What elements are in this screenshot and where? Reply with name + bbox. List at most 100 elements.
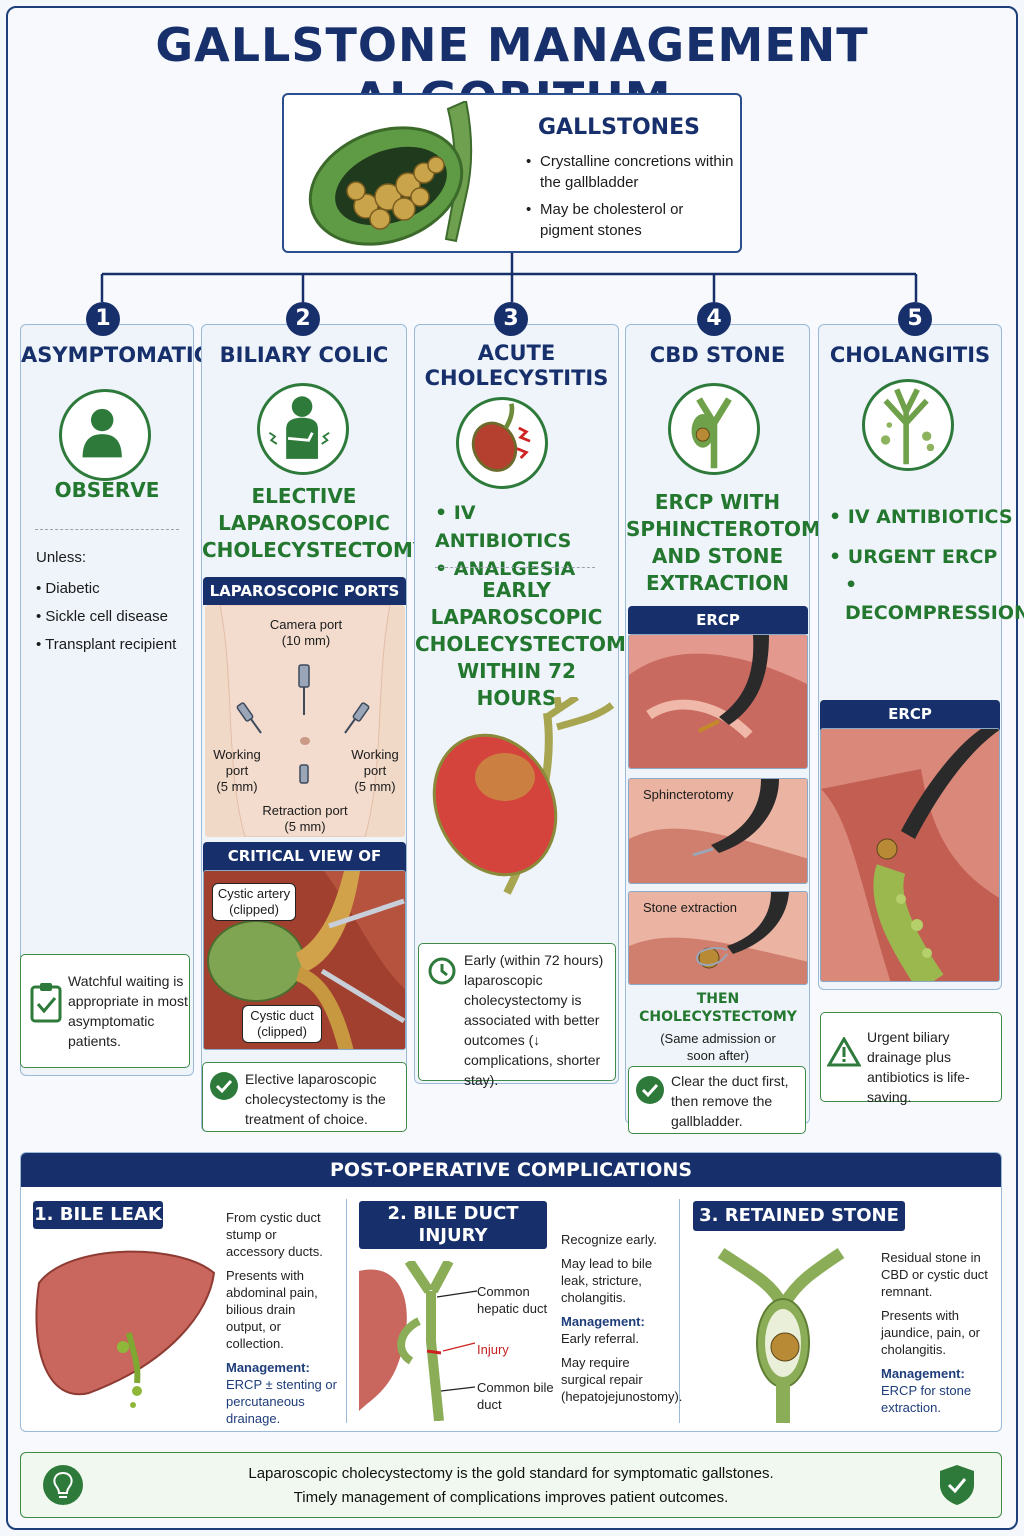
column-title: ASYMPTOMATIC	[21, 343, 210, 367]
panel-label: Stone extraction	[643, 900, 737, 915]
footer-line: Laparoscopic cholecystectomy is the gold…	[248, 1465, 774, 1482]
shield-check-icon	[940, 1465, 974, 1505]
bile-duct-injury-text: Recognize early. May lead to bile leak, …	[561, 1231, 683, 1412]
observe-label: OBSERVE	[54, 478, 160, 502]
text-line: Residual stone in CBD or cystic duct rem…	[881, 1250, 988, 1299]
summary-footer: Laparoscopic cholecystectomy is the gold…	[20, 1452, 1002, 1518]
bile-duct-injury-title: 2. BILE DUCT INJURY(0.2–0.5%)	[359, 1201, 547, 1268]
step-badge-3: 3	[494, 302, 528, 336]
management-label: Management:	[881, 1366, 965, 1381]
column-title: CHOLANGITIS	[829, 343, 991, 367]
check-circle-icon	[210, 1072, 238, 1100]
bullet-item: IV ANTIBIOTICS	[829, 503, 1024, 531]
unless-item: • Transplant recipient	[36, 636, 177, 653]
clipboard-check-icon	[30, 983, 62, 1023]
gallstones-bullets: Crystalline concretions within the gallb…	[526, 151, 736, 247]
note-text: Urgent biliary drainage plus antibiotics…	[867, 1029, 970, 1105]
cholangitis-bullets: IV ANTIBIOTICS URGENT ERCP DECOMPRESSION	[829, 503, 1024, 627]
column-asymptomatic: ASYMPTOMATIC OBSERVE Unless: • Diabetic …	[20, 324, 210, 1076]
unless-item: • Sickle cell disease	[36, 608, 168, 625]
post-op-heading: POST-OPERATIVE COMPLICATIONS	[21, 1153, 1001, 1187]
abdominal-pain-icon	[257, 383, 349, 475]
flow-connectors	[100, 253, 918, 302]
text-line: Presents with jaundice, pain, or cholang…	[881, 1308, 981, 1357]
liver-bile-leak-illustration	[35, 1250, 216, 1408]
bile-leak-title: 1. BILE LEAK	[33, 1201, 163, 1229]
unless-item: • Diabetic	[36, 580, 100, 597]
text-line: From cystic duct stump or accessory duct…	[226, 1210, 323, 1259]
panel-label: Sphincterotomy	[643, 787, 734, 802]
text-line: Recognize early.	[561, 1232, 657, 1247]
divider	[346, 1199, 347, 1423]
bile-duct-injury-illustration	[359, 1261, 478, 1421]
warning-icon	[827, 1037, 861, 1067]
injury-label: Injury	[477, 1342, 509, 1357]
retraction-port-label: Retraction port(5 mm)	[262, 803, 348, 834]
management-text: ERCP for stone extraction.	[881, 1383, 972, 1415]
critical-view-illustration: Cystic artery(clipped) Cystic duct(clipp…	[203, 870, 406, 1050]
bile-leak-text: From cystic duct stump or accessory duct…	[226, 1209, 338, 1427]
note-biliary-colic: Elective laparoscopic cholecystectomy is…	[202, 1062, 407, 1132]
gallstones-box: GALLSTONES Crystalline concretions withi…	[282, 93, 742, 253]
cholecystitis-bullets: IV ANTIBIOTICS ANALGESIA	[435, 499, 618, 583]
column-title: BILIARY COLIC	[219, 343, 389, 367]
note-text: Early (within 72 hours) laparoscopic cho…	[464, 952, 604, 1088]
unless-label: Unless:	[36, 549, 87, 566]
action-label: ELECTIVE LAPAROSCOPIC CHOLECYSTECTOMY	[202, 484, 428, 562]
ercp-scope-illustration	[628, 634, 808, 769]
divider	[35, 529, 179, 530]
sphincterotomy-illustration: Sphincterotomy	[628, 778, 808, 884]
inflamed-gallbladder-icon	[456, 397, 548, 489]
gallstones-heading: GALLSTONES	[538, 115, 700, 140]
gallstones-bullet: May be cholesterol or pigment stones	[526, 199, 736, 241]
camera-port-label: Camera port(10 mm)	[269, 617, 343, 648]
lightbulb-icon	[43, 1465, 83, 1505]
ercp-decompression-illustration	[820, 728, 1000, 982]
bullet-item: URGENT ERCP	[829, 543, 1024, 571]
bullet-item: ANALGESIA	[435, 555, 618, 583]
ports-header: LAPAROSCOPIC PORTS	[203, 577, 406, 605]
infected-biliary-tree-icon	[862, 379, 954, 471]
check-circle-icon	[636, 1076, 664, 1104]
bullet-item: DECOMPRESSION	[829, 571, 1024, 627]
note-text: Watchful waiting is appropriate in most …	[68, 973, 188, 1049]
retained-stone-illustration	[717, 1248, 845, 1423]
ercp-header: ERCP	[628, 606, 808, 634]
footer-line: Timely management of complications impro…	[293, 1489, 729, 1506]
retained-stone-title: 3. RETAINED STONE	[693, 1201, 905, 1231]
note-cbd-stone: Clear the duct first, then remove the ga…	[628, 1066, 806, 1134]
bile-duct-stone-icon	[668, 383, 760, 475]
note-acute-cholecystitis: Early (within 72 hours) laparoscopic cho…	[418, 943, 616, 1088]
text-line: May lead to bile leak, stricture, cholan…	[561, 1256, 653, 1305]
step-badge-5: 5	[898, 302, 932, 336]
person-icon	[59, 389, 151, 481]
management-label: Management:	[226, 1360, 310, 1375]
note-text: Elective laparoscopic cholecystectomy is…	[245, 1071, 386, 1127]
management-text: Early referral.	[561, 1331, 640, 1346]
text-line: Presents with abdominal pain, bilious dr…	[226, 1268, 318, 1351]
cystic-artery-label: Cystic artery(clipped)	[212, 883, 296, 921]
step-badge-2: 2	[286, 302, 320, 336]
gallbladder-illustration	[308, 101, 473, 246]
text-line: May require surgical repair (hepatojejun…	[561, 1355, 683, 1404]
retained-stone-text: Residual stone in CBD or cystic duct rem…	[881, 1249, 997, 1416]
step-badge-4: 4	[697, 302, 731, 336]
cystic-duct-label: Cystic duct(clipped)	[242, 1005, 322, 1043]
note-asymptomatic: Watchful waiting is appropriate in most …	[20, 954, 190, 1068]
note-text: Clear the duct first, then remove the ga…	[671, 1073, 789, 1129]
divider	[435, 567, 595, 568]
gallstones-bullet: Crystalline concretions within the gallb…	[526, 151, 736, 193]
column-title: CBD STONE	[649, 343, 786, 367]
bullet-item: IV ANTIBIOTICS	[435, 499, 618, 555]
management-label: Management:	[561, 1314, 645, 1329]
unless-list: • Diabetic • Sickle cell disease • Trans…	[36, 575, 176, 659]
step-badge-1: 1	[86, 302, 120, 336]
